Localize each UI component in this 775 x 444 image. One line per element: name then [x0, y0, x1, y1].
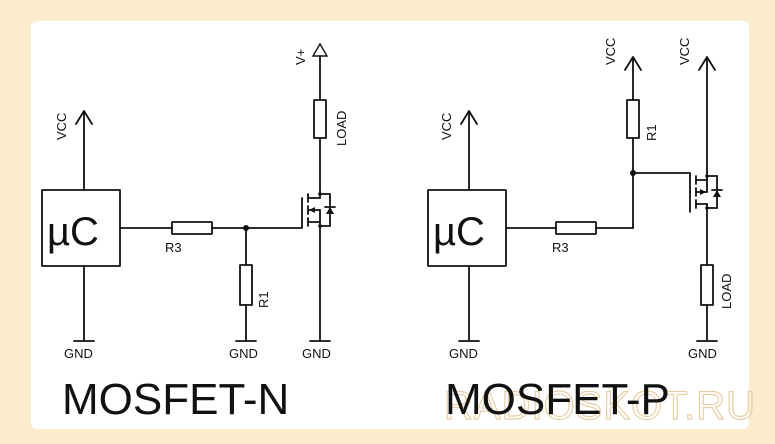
diode-triangle-p [713, 190, 721, 197]
vplus-arrow [311, 42, 329, 57]
r3-label-left: R3 [165, 240, 182, 255]
body-arrow-p [700, 189, 706, 195]
diode-triangle-n [326, 207, 334, 214]
mosfet-n-circuit: VCC µC GND R3 R1 GND V+ LOAD [41, 42, 349, 424]
title-mosfet-p: MOSFET-P [445, 375, 670, 424]
load-label-left: LOAD [334, 111, 349, 146]
resistor-r1-left [239, 264, 253, 306]
vcc-arrow-left [75, 110, 93, 125]
diagram-panel [31, 21, 749, 429]
load-left [313, 99, 327, 139]
gnd-label-2-right: GND [688, 346, 717, 361]
mosfet-p-circuit: VCC µC GND R3 VCC R1 VCC [427, 38, 734, 424]
p-mosfet-symbol [689, 171, 723, 213]
uc-label-right: µC [433, 210, 485, 254]
body-arrow-n [309, 207, 315, 213]
resistor-r1-right [626, 99, 640, 139]
load-right [700, 264, 714, 306]
resistor-r3-left [171, 221, 213, 235]
load-label-right: LOAD [719, 274, 734, 309]
r3-label-right: R3 [552, 240, 569, 255]
gnd-label-1-right: GND [449, 346, 478, 361]
gnd-label-2-left: GND [229, 346, 258, 361]
uc-label-left: µC [47, 210, 99, 254]
vcc-label-right-3: VCC [677, 38, 692, 65]
n-mosfet-symbol [301, 189, 336, 229]
mosfet-dot-p-1 [705, 174, 709, 178]
vplus-label: V+ [293, 49, 308, 65]
vcc-arrow-r1-right [624, 56, 642, 71]
r1-label-right: R1 [644, 124, 659, 141]
vcc-label-right-1: VCC [439, 113, 454, 140]
watermark-text: RADIOSKOT.RU [444, 384, 756, 428]
vcc-arrow-right [460, 110, 478, 125]
gnd-label-1-left: GND [64, 346, 93, 361]
r1-label-left: R1 [256, 291, 271, 308]
resistor-r3-right [555, 221, 597, 235]
vcc-arrow-source-right [698, 56, 716, 71]
title-mosfet-n: MOSFET-N [62, 375, 289, 424]
gnd-label-3-left: GND [302, 346, 331, 361]
vcc-label-left: VCC [54, 113, 69, 140]
mosfet-dot-n-1 [318, 192, 322, 196]
vcc-label-right-2: VCC [603, 38, 618, 65]
